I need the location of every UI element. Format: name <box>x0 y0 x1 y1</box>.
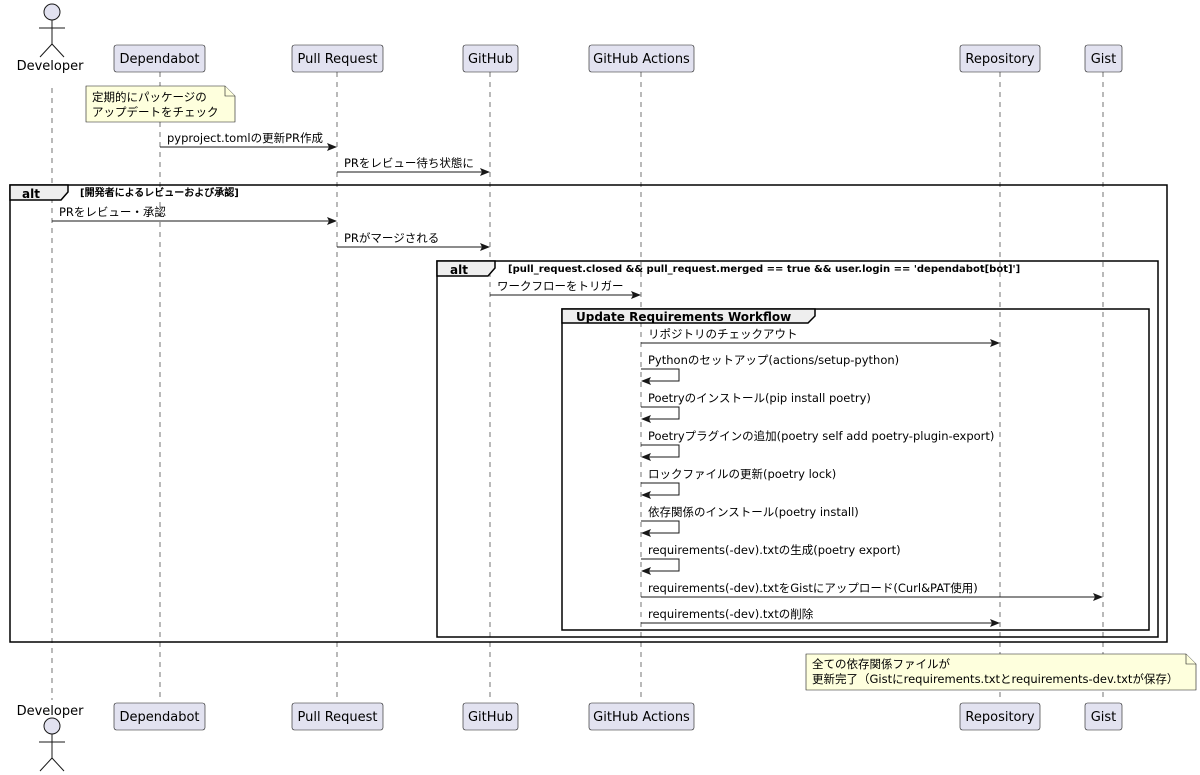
actor-developer-bottom: Developer <box>17 704 85 772</box>
participant-github-actions-top: GitHub Actions <box>588 44 695 73</box>
note-dependabot: 定期的にパッケージの アップデートをチェック <box>85 85 236 123</box>
participant-label: GitHub <box>468 710 513 725</box>
message-label: requirements(-dev).txtの生成(poetry export) <box>648 543 901 557</box>
participant-repository-top: Repository <box>959 44 1041 73</box>
participant-label: Gist <box>1091 710 1117 725</box>
participant-dependabot-bottom: Dependabot <box>113 702 206 731</box>
note-line: 定期的にパッケージの <box>92 90 207 104</box>
message-label: pyproject.tomlの更新PR作成 <box>167 131 324 145</box>
fragment-inner-alt: alt [pull_request.closed && pull_request… <box>436 260 1159 638</box>
participant-label: GitHub Actions <box>593 710 690 725</box>
message-label: requirements(-dev).txtの削除 <box>648 607 814 621</box>
fragment-keyword: alt <box>22 187 40 201</box>
participant-gist-top: Gist <box>1084 44 1123 73</box>
fragment-group: Update Requirements Workflow <box>561 308 1150 631</box>
actor-head-icon <box>43 3 61 21</box>
participant-label: GitHub <box>468 52 513 67</box>
participant-github-bottom: GitHub <box>462 702 519 731</box>
participant-label: Pull Request <box>297 710 377 725</box>
message-label: リポジトリのチェックアウト <box>648 327 798 341</box>
message-label: PRをレビュー待ち状態に <box>344 156 474 170</box>
fragment-guard: [開発者によるレビューおよび承認] <box>80 186 239 199</box>
participant-dependabot-top: Dependabot <box>113 44 206 73</box>
message-checkout-repo: リポジトリのチェックアウト <box>641 327 1000 347</box>
message-label: 依存関係のインストール(poetry install) <box>648 505 859 519</box>
fragment-outer-alt: alt [開発者によるレビューおよび承認] <box>9 184 1168 643</box>
fragment-guard: [pull_request.closed && pull_request.mer… <box>508 264 1020 275</box>
message-review-approve: PRをレビュー・承認 <box>52 205 337 225</box>
participant-label: Repository <box>965 710 1034 725</box>
message-pr-merged: PRがマージされる <box>337 231 490 251</box>
group-label: Update Requirements Workflow <box>576 310 791 324</box>
message-label: Poetryのインストール(pip install poetry) <box>648 391 871 405</box>
actor-head-icon <box>43 717 61 735</box>
note-line: 更新完了（Gistにrequirements.txtとrequirements-… <box>812 672 1178 686</box>
message-label: ロックファイルの更新(poetry lock) <box>648 467 836 481</box>
message-label: requirements(-dev).txtをGistにアップロード(Curl&… <box>648 581 978 595</box>
participant-github-actions-bottom: GitHub Actions <box>588 702 695 731</box>
message-label: Poetryプラグインの追加(poetry self add poetry-pl… <box>648 429 994 443</box>
participant-label: Gist <box>1091 52 1117 67</box>
participant-gist-bottom: Gist <box>1084 702 1123 731</box>
fragment-keyword: alt <box>450 263 468 277</box>
message-label: PRをレビュー・承認 <box>59 205 166 219</box>
message-label: ワークフローをトリガー <box>497 279 624 293</box>
message-create-pr: pyproject.tomlの更新PR作成 <box>160 131 337 151</box>
message-pr-pending-review: PRをレビュー待ち状態に <box>337 156 490 176</box>
note-final: 全ての依存関係ファイルが 更新完了（Gistにrequirements.txtと… <box>805 653 1197 691</box>
note-line: 全ての依存関係ファイルが <box>812 657 950 671</box>
message-label: Pythonのセットアップ(actions/setup-python) <box>648 353 899 367</box>
actor-label: Developer <box>17 704 85 719</box>
message-install-dependencies: 依存関係のインストール(poetry install) <box>641 505 859 537</box>
message-upload-gist: requirements(-dev).txtをGistにアップロード(Curl&… <box>641 581 1103 601</box>
message-generate-requirements: requirements(-dev).txtの生成(poetry export) <box>641 543 901 575</box>
message-label: PRがマージされる <box>344 231 439 245</box>
participant-label: GitHub Actions <box>593 52 690 67</box>
participant-pull-request-bottom: Pull Request <box>291 702 384 731</box>
actor-label: Developer <box>17 59 85 74</box>
message-setup-python: Pythonのセットアップ(actions/setup-python) <box>641 353 899 385</box>
participant-pull-request-top: Pull Request <box>291 44 384 73</box>
message-trigger-workflow: ワークフローをトリガー <box>490 279 641 299</box>
participant-repository-bottom: Repository <box>959 702 1041 731</box>
participant-github-top: GitHub <box>462 44 519 73</box>
participant-label: Repository <box>965 52 1034 67</box>
participant-label: Pull Request <box>297 52 377 67</box>
message-add-poetry-plugin: Poetryプラグインの追加(poetry self add poetry-pl… <box>641 429 994 461</box>
message-install-poetry: Poetryのインストール(pip install poetry) <box>641 391 871 423</box>
message-update-lockfile: ロックファイルの更新(poetry lock) <box>641 467 836 499</box>
message-delete-requirements: requirements(-dev).txtの削除 <box>641 607 1000 627</box>
actor-developer-top: Developer <box>17 3 85 74</box>
participant-label: Dependabot <box>119 710 199 725</box>
note-line: アップデートをチェック <box>92 105 219 119</box>
participant-label: Dependabot <box>119 52 199 67</box>
